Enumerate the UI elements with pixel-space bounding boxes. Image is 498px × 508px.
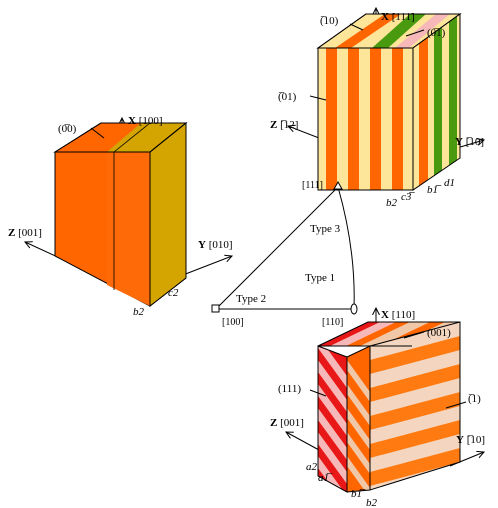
cube-br-z-axis-label: Z [001] bbox=[270, 417, 304, 429]
cube-tr-plane-top-right-leader bbox=[405, 29, 425, 37]
cube-br-plane-right-leader bbox=[445, 401, 467, 409]
cube-br-mid-face bbox=[347, 346, 370, 492]
cube-br-plane-top-label: (001) bbox=[427, 327, 451, 339]
cube-br-corner-b2: b2 bbox=[366, 497, 378, 508]
cube-left-y-axis-label: Y [010] bbox=[198, 239, 233, 251]
cube-tr-plane-top-left-leader bbox=[349, 23, 364, 31]
triangle-corner-left-label: [100] bbox=[222, 317, 244, 328]
cube-tr-x-axis-label: X [111] bbox=[381, 11, 415, 23]
cube-bottom-right: (001) (111) (̅1) X [110] Y [̅10] Z [001]… bbox=[270, 308, 485, 508]
cube-tr-side-stripes bbox=[419, 14, 457, 190]
cube-tr-plane-top-right-label: (0̅1) bbox=[427, 27, 446, 39]
cube-tr-corner-d: d1 bbox=[444, 177, 455, 189]
cube-br-mid-stripes bbox=[347, 360, 370, 492]
cube-tr-plane-top-left-label: (̅10) bbox=[320, 15, 339, 27]
cube-tr-corner-b1: b1̅ bbox=[427, 184, 442, 196]
triangle-arc bbox=[337, 186, 355, 310]
cube-left-plane-leader bbox=[90, 127, 105, 139]
cube-left: (0̅0) X [100] Y [010] Z [001] b2 c2 bbox=[8, 115, 233, 318]
cube-left-z-axis-label: Z [001] bbox=[8, 227, 42, 239]
cube-tr-front-stripes bbox=[326, 48, 403, 190]
cube-left-x-axis-label: X [100] bbox=[128, 115, 163, 127]
triangle-type2-label: Type 2 bbox=[236, 293, 266, 305]
cube-top-right: (̅10) (0̅1) (̅01) X [111] Y [̅10] Z [̅12… bbox=[270, 8, 484, 209]
cube-br-right-stripes bbox=[370, 336, 460, 486]
triangle-left-edge bbox=[215, 186, 339, 310]
cube-left-gold-column bbox=[149, 121, 187, 308]
cube-left-top-edge bbox=[113, 122, 151, 153]
cube-br-x-axis-label: X [110] bbox=[381, 309, 415, 321]
cube-tr-y-axis-label: Y [̅10] bbox=[455, 136, 484, 148]
cube-left-top-outline bbox=[53, 122, 188, 153]
cube-tr-plane-left-label: (̅01) bbox=[278, 91, 297, 103]
cube-left-front-gold bbox=[107, 152, 150, 306]
cube-tr-corner-c: c3̅ bbox=[401, 191, 415, 203]
cube-br-left-face bbox=[318, 346, 347, 492]
cube-tr-plane-left-leader bbox=[309, 95, 327, 101]
cube-left-corner-c: c2 bbox=[168, 287, 179, 299]
cube-tr-z-axis-label: Z [̅12] bbox=[270, 119, 298, 131]
cube-br-corner-a2: a2 bbox=[306, 461, 318, 473]
cube-left-plane-label: (0̅0) bbox=[58, 123, 77, 135]
triangle-corner-top-label: [111] bbox=[302, 180, 323, 191]
stereographic-triangle: [111] [100] [110] Type 1 Type 2 Type 3 bbox=[211, 180, 358, 328]
cube-br-plane-left-leader bbox=[309, 389, 327, 397]
triangle-type1-label: Type 1 bbox=[305, 272, 335, 284]
cube-tr-front-face bbox=[318, 48, 413, 190]
triangle-corner-111-marker bbox=[333, 180, 343, 190]
cube-br-y-axis-label: Y [̅10] bbox=[456, 434, 485, 446]
triangle-corner-100-marker bbox=[211, 304, 220, 313]
cube-br-plane-right-label: (̅1) bbox=[468, 393, 481, 405]
triangle-corner-110-marker bbox=[350, 303, 358, 315]
cube-br-plane-left-label: (111) bbox=[278, 383, 301, 395]
triangle-corner-right-label: [110] bbox=[322, 317, 343, 328]
cube-br-plane-top-leader bbox=[403, 331, 425, 339]
cube-left-corner-b: b2 bbox=[133, 306, 145, 318]
triangle-type3-label: Type 3 bbox=[310, 223, 341, 235]
cube-tr-corner-b: b2 bbox=[386, 197, 398, 209]
cube-left-top-gold bbox=[107, 123, 186, 152]
